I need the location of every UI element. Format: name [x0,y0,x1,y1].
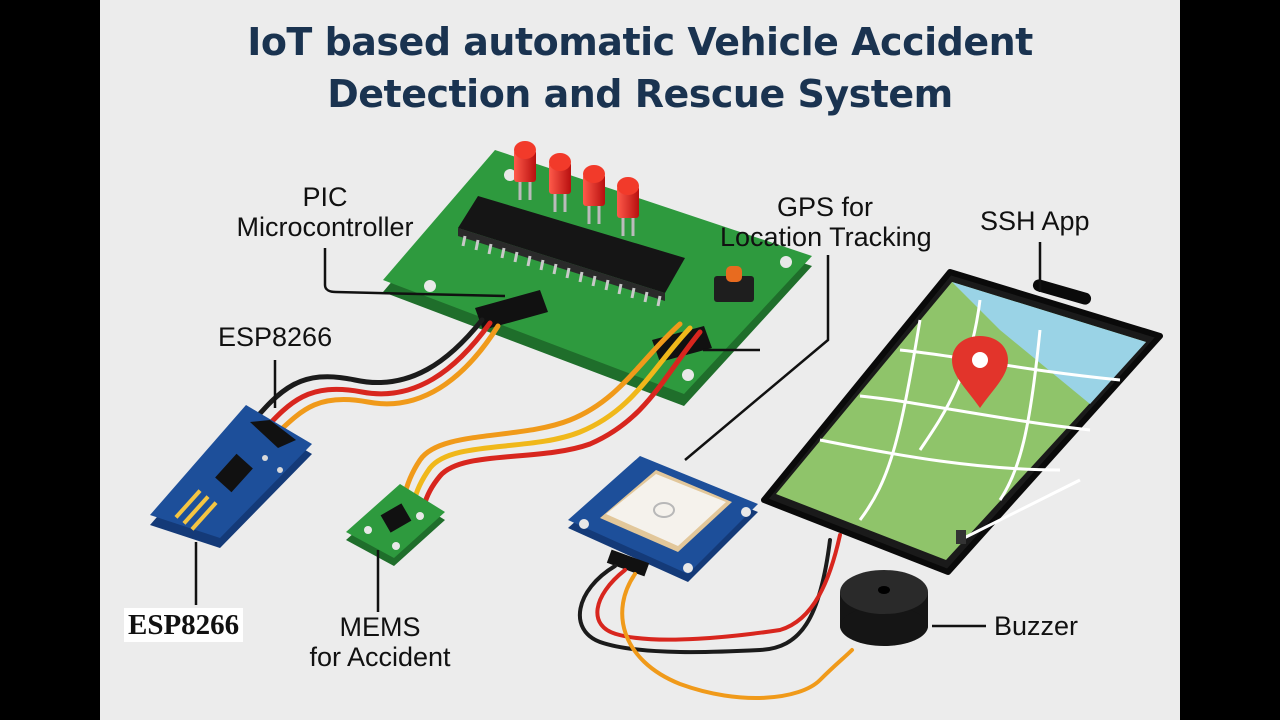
push-button [714,266,754,302]
esp8266-bottom-label: ESP8266 [124,608,244,642]
leader-pic [323,248,506,298]
buzzer [840,570,928,646]
diagram-canvas: IoT based automatic Vehicle Accident Det… [100,0,1180,720]
left-header-connector [475,290,548,330]
smartphone [761,269,1163,575]
gps-module [568,456,758,582]
mems-label: MEMS for Accident [280,612,480,672]
led-4 [617,177,639,236]
esp-wires [247,317,501,441]
title-line-2: Detection and Rescue System [327,72,953,116]
led-array [514,141,639,236]
ssh-app-label: SSH App [980,206,1090,236]
wifi-antenna-icon [174,489,218,531]
esp8266-top-label: ESP8266 [218,322,333,352]
leader-lines [194,242,1042,628]
mems-label-line-2: for Accident [309,642,451,672]
pic-chip [458,196,685,307]
map-water [952,282,1146,404]
esp8266-module [150,405,312,548]
mems-sensor-module [346,484,445,566]
led-1 [514,141,536,200]
mems-wires [401,321,703,509]
diagram-illustration [150,141,1163,700]
gps-label: GPS for Location Tracking [720,192,932,252]
title-line-1: IoT based automatic Vehicle Accident [247,20,1033,64]
map-pin-icon [952,336,1008,408]
buzzer-label: Buzzer [994,611,1079,641]
led-3 [583,165,605,224]
led-2 [549,153,571,212]
pic-label: PIC Microcontroller [220,182,430,242]
pic-label-line-1: PIC [302,182,348,212]
pic-label-line-2: Microcontroller [236,212,414,242]
gps-label-line-1: GPS for [776,192,874,222]
leader-gps [684,255,830,461]
mems-label-line-1: MEMS [339,612,421,642]
gps-wires [577,533,854,700]
gps-label-line-2: Location Tracking [720,222,932,252]
